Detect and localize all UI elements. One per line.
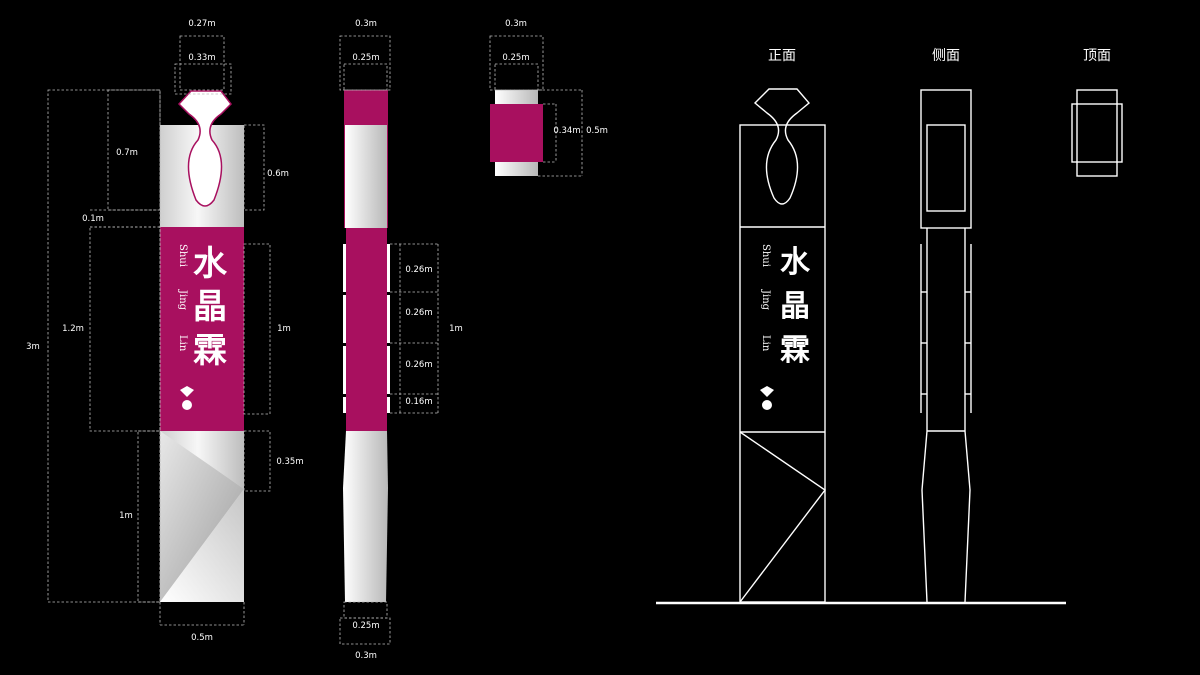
dim-front-band-inner: 1m [277, 324, 291, 334]
dim-side-seg1: 0.26m [405, 265, 432, 275]
dim-top-h-inner: 0.34m [553, 126, 580, 136]
dim-front-cap-h: 0.6m [267, 169, 289, 179]
dim-side-band-h: 1m [449, 324, 463, 334]
dim-front-crystal-h: 0.7m [116, 148, 138, 158]
mini-crystal-icon [180, 386, 194, 410]
dim-side-seg4: 0.16m [405, 397, 432, 407]
dim-side-seg2: 0.26m [405, 308, 432, 318]
wire-mini-crystal-icon [760, 386, 774, 410]
wire-brand-en-1: Shui [760, 244, 771, 267]
front-brand-text: 水 晶 霖 Shui Jing Lin [177, 244, 228, 371]
side-band [346, 228, 387, 431]
dim-front-total-h: 3m [26, 342, 40, 352]
view-title-top: 顶面 [1083, 48, 1111, 64]
dim-side-seg3: 0.26m [405, 360, 432, 370]
dim-front-top-outer: 0.27m [188, 19, 215, 29]
dim-top-h-outer: 0.5m [586, 126, 608, 136]
front-base-wedge-left [160, 431, 244, 602]
brand-en-2: Jing [177, 289, 188, 311]
dim-front-gap: 0.1m [82, 214, 104, 224]
side-view-wire [920, 89, 972, 603]
brand-cn-line1: 水 [193, 244, 228, 284]
brand-cn-line2: 晶 [193, 287, 227, 327]
dim-top-inner: 0.25m [502, 53, 529, 63]
side-slot-1 [343, 244, 346, 292]
side-slot-1r [387, 244, 390, 292]
dim-front-band-outer: 1.2m [62, 324, 84, 334]
wire-brand-en-3: Lin [760, 335, 771, 352]
side-slot-2 [343, 295, 346, 343]
top-view-wire [1071, 89, 1123, 177]
top-inner-box [490, 104, 543, 162]
dim-front-top-inner: 0.33m [188, 53, 215, 63]
brand-cn-line3: 霖 [193, 331, 227, 371]
dim-top-outer: 0.3m [505, 19, 527, 29]
wire-brand-en-2: Jing [760, 289, 771, 311]
view-title-front: 正面 [768, 48, 796, 64]
dim-front-wedge-h: 0.35m [276, 457, 303, 467]
front-base-wedge-lower [160, 489, 244, 602]
front-brand-band [160, 227, 244, 431]
front-view-colored: 水 晶 霖 Shui Jing Lin 0.27m 0.33m 0.7m 0.6… [26, 19, 303, 643]
side-slot-4r [387, 397, 390, 413]
dim-front-base-h: 1m [119, 511, 133, 521]
top-view-colored: 0.3m 0.25m 0.34m 0.5m [489, 19, 608, 177]
front-view-wire: 水 晶 霖 Shui Jing Lin [739, 88, 827, 603]
wire-brand-cn-1: 水 [780, 245, 811, 280]
wire-brand-cn-2: 晶 [780, 289, 810, 324]
dim-side-top-inner: 0.25m [352, 53, 379, 63]
crystal-icon [177, 90, 232, 207]
side-slot-3 [343, 346, 346, 394]
dim-side-bottom-outer: 0.3m [355, 651, 377, 661]
dim-front-width: 0.5m [191, 633, 213, 643]
side-slot-3r [387, 346, 390, 394]
side-upper-inset [345, 125, 387, 228]
side-view-colored: 0.3m 0.25m 0.26m 0.26m 0.26m 0.16m 1m 0.… [339, 19, 463, 661]
wire-brand-cn-3: 霖 [780, 333, 810, 368]
view-title-side: 侧面 [932, 48, 960, 64]
brand-en-3: Lin [177, 335, 188, 352]
dim-side-bottom-inner: 0.25m [352, 621, 379, 631]
dim-side-top-outer: 0.3m [355, 19, 377, 29]
side-base [343, 431, 388, 602]
side-slot-2r [387, 295, 390, 343]
side-slot-4 [343, 397, 346, 413]
brand-en-1: Shui [177, 244, 188, 267]
